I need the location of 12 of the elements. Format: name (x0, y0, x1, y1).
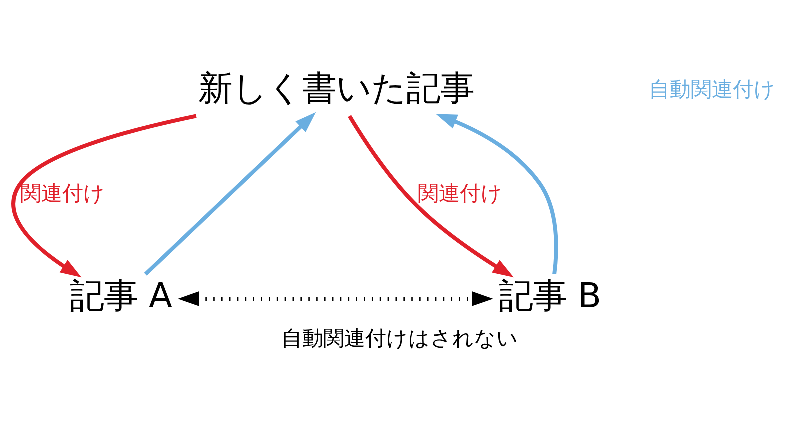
node-text: 記事 B (499, 276, 602, 316)
arrow (348, 114, 514, 278)
node-text: 新しく書いた記事 (198, 68, 474, 109)
arrow (178, 291, 494, 306)
node-text: 記事 A (70, 276, 172, 316)
arrow (436, 114, 558, 274)
label: 自動関連付け (649, 76, 776, 102)
caption: 自動関連付けはされない (282, 325, 518, 350)
edge-label: 関連付け (20, 180, 106, 205)
edge-label: 関連付け (418, 180, 504, 205)
arrow (144, 112, 316, 276)
arrow (12, 114, 197, 278)
